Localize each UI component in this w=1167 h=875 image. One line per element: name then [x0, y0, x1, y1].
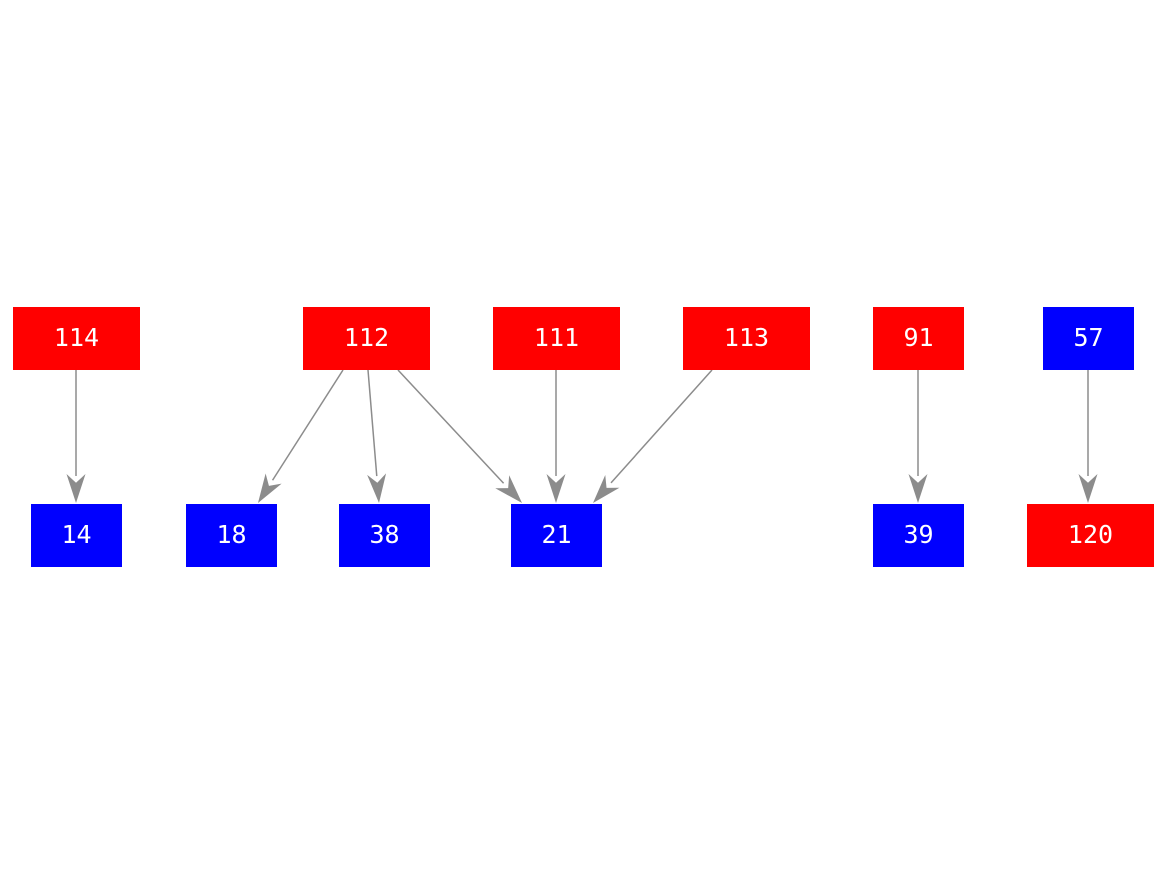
node-112[interactable]: 112	[303, 307, 430, 370]
arrowhead	[367, 473, 387, 503]
node-label: 18	[216, 520, 247, 549]
edge-line	[610, 369, 713, 484]
edge-n112-to-n18	[258, 369, 344, 503]
node-57[interactable]: 57	[1043, 307, 1134, 370]
node-113[interactable]: 113	[683, 307, 810, 370]
node-label: 111	[533, 323, 580, 352]
edge-n113-to-n21	[593, 369, 713, 503]
node-label: 57	[1073, 323, 1104, 352]
arrowhead	[495, 475, 522, 503]
node-label: 114	[53, 323, 100, 352]
node-label: 14	[61, 520, 92, 549]
node-label: 38	[369, 520, 400, 549]
edge-line	[271, 369, 344, 481]
node-114[interactable]: 114	[13, 307, 140, 370]
node-label: 113	[723, 323, 770, 352]
arrowhead	[258, 473, 282, 503]
node-120[interactable]: 120	[1027, 504, 1154, 567]
arrowhead	[908, 474, 928, 503]
edge-line	[367, 369, 378, 477]
node-111[interactable]: 111	[493, 307, 620, 370]
arrowhead	[546, 474, 566, 503]
edge-n112-to-n38	[367, 369, 387, 503]
arrowhead	[593, 475, 620, 503]
edge-n111-to-n21	[546, 370, 566, 503]
edge-n91-to-n39	[908, 370, 928, 503]
edge-n112-to-n21	[397, 369, 522, 503]
node-label: 39	[903, 520, 934, 549]
node-label: 91	[903, 323, 934, 352]
edge-n57-to-n120	[1078, 370, 1098, 503]
edge-line	[397, 369, 505, 484]
node-label: 120	[1067, 520, 1114, 549]
node-label: 21	[541, 520, 572, 549]
node-18[interactable]: 18	[186, 504, 277, 567]
node-39[interactable]: 39	[873, 504, 964, 567]
arrowhead	[1078, 474, 1098, 503]
node-14[interactable]: 14	[31, 504, 122, 567]
node-91[interactable]: 91	[873, 307, 964, 370]
node-label: 112	[343, 323, 390, 352]
arrowhead	[66, 474, 86, 503]
node-38[interactable]: 38	[339, 504, 430, 567]
edge-n114-to-n14	[66, 370, 86, 503]
node-21[interactable]: 21	[511, 504, 602, 567]
